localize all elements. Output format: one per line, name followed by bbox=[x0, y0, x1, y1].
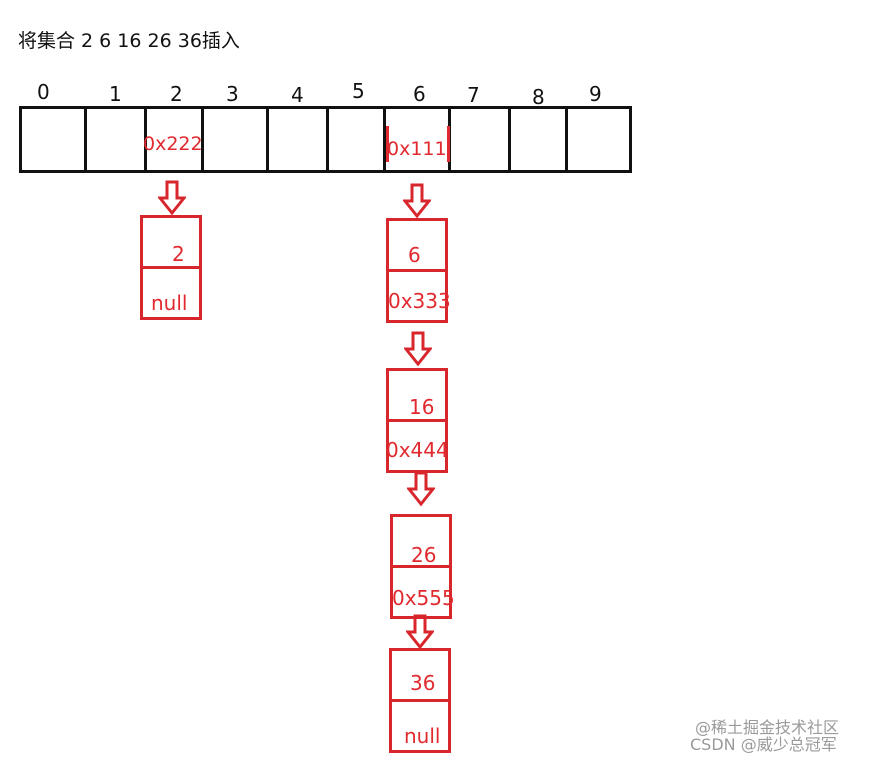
cell-divider bbox=[84, 106, 87, 173]
index-label-3: 3 bbox=[226, 82, 239, 106]
down-arrow-icon bbox=[158, 180, 186, 216]
watermark-juejin: @稀土掘金技术社区 bbox=[695, 718, 840, 737]
cell-divider bbox=[565, 106, 568, 173]
node-data: 16 bbox=[409, 395, 435, 419]
node-next: null bbox=[151, 291, 188, 315]
node-data: 2 bbox=[172, 242, 185, 266]
down-arrow-icon bbox=[403, 183, 431, 219]
index-label-5: 5 bbox=[352, 79, 365, 103]
cell-divider bbox=[326, 106, 329, 173]
node-data: 36 bbox=[410, 671, 436, 695]
node-next: 0x333 bbox=[388, 289, 451, 313]
cell-divider bbox=[383, 106, 386, 173]
down-arrow-icon bbox=[404, 331, 432, 367]
watermark-csdn: CSDN @威少总冠军 bbox=[690, 735, 837, 754]
down-arrow-icon bbox=[406, 614, 434, 650]
list-node: 36 null bbox=[389, 648, 451, 753]
hash-table-array bbox=[19, 106, 632, 173]
index-label-0: 0 bbox=[37, 80, 50, 104]
list-node: 6 0x333 bbox=[386, 218, 451, 323]
index-label-7: 7 bbox=[467, 83, 480, 107]
node-next: null bbox=[404, 724, 441, 748]
down-arrow-icon bbox=[407, 471, 435, 507]
diagram-title: 将集合 2 6 16 26 36插入 bbox=[18, 30, 240, 52]
node-data: 6 bbox=[408, 243, 421, 267]
slot-6-pointer: 0x111 bbox=[387, 138, 447, 160]
index-label-6: 6 bbox=[413, 82, 426, 106]
list-node: 16 0x444 bbox=[386, 368, 449, 473]
cell-divider bbox=[508, 106, 511, 173]
slot-2-pointer: 0x222 bbox=[143, 133, 203, 155]
node-next: 0x444 bbox=[386, 438, 449, 462]
list-node: 26 0x555 bbox=[390, 514, 455, 619]
node-data: 26 bbox=[411, 543, 437, 567]
index-label-4: 4 bbox=[291, 83, 304, 107]
cell-divider bbox=[144, 106, 147, 173]
cell-divider bbox=[266, 106, 269, 173]
list-node: 2 null bbox=[140, 215, 202, 320]
index-label-2: 2 bbox=[170, 82, 183, 106]
index-label-8: 8 bbox=[532, 85, 545, 109]
index-label-9: 9 bbox=[589, 82, 602, 106]
red-marker bbox=[447, 126, 450, 162]
node-next: 0x555 bbox=[392, 586, 455, 610]
red-marker bbox=[386, 126, 389, 162]
index-label-1: 1 bbox=[109, 82, 122, 106]
cell-divider bbox=[201, 106, 204, 173]
